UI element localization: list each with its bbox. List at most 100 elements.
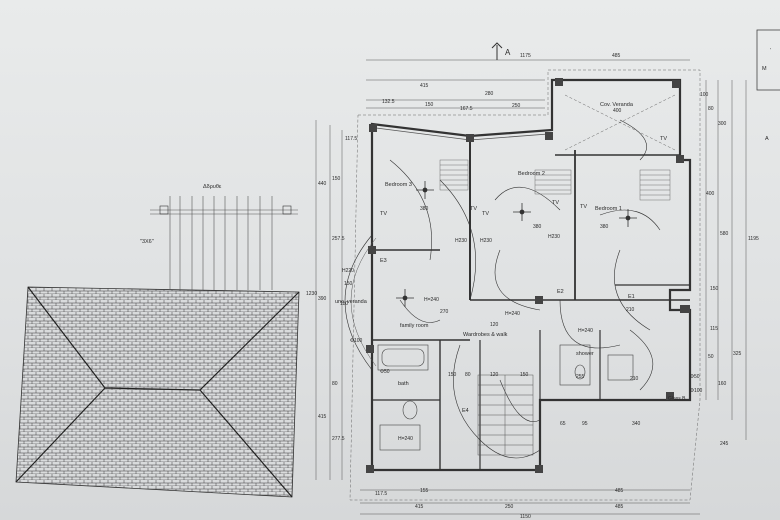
dim-inner-22: 340 (632, 421, 641, 427)
section-mark: A (491, 42, 511, 60)
staircase (477, 374, 534, 456)
stamp-fragment-1: ’ (770, 48, 771, 54)
wardrobe-hatches (439, 159, 671, 201)
dim-top-2: 415 (420, 83, 429, 89)
dim-left-7: 415 (318, 414, 327, 420)
dim-top-5: 150 (425, 102, 434, 108)
dim-right-4: 1195 (748, 236, 759, 242)
room-unc-veranda: unc. veranda (335, 299, 368, 305)
ceiling-fan-icons (396, 181, 637, 307)
dim-inner-26: Φ50 (380, 369, 390, 375)
room-bedroom-3: Bedroom 3 (385, 182, 412, 188)
tv-mark-4: TV (552, 200, 559, 206)
dim-bottom-0: 117.5 (375, 491, 387, 497)
pergola-size-label: "3X6" (140, 239, 154, 245)
dim-inner-20: 65 (560, 421, 566, 427)
dim-top-4: 132.5 (382, 99, 395, 105)
tv-mark-5: TV (470, 206, 477, 212)
roof-ridges (15, 286, 300, 498)
dim-left-6: 80 (332, 381, 338, 387)
dim-inner-2: 380 (600, 224, 609, 230)
room-cov-veranda: Cov. Veranda (600, 102, 634, 108)
room-shower: shower (576, 351, 594, 357)
dimension-lines-right (705, 80, 747, 440)
stamp-fragment-0: M (762, 66, 767, 72)
dim-inner-21: 95 (582, 421, 588, 427)
dim-left-8: 277.5 (332, 436, 345, 442)
dim-right-11: 245 (720, 441, 729, 447)
dim-bottom-2: 485 (615, 488, 624, 494)
room-e2: E2 (557, 289, 564, 295)
dim-inner-14: 150 (520, 372, 529, 378)
dim-left-4: 1230 (306, 291, 317, 297)
dim-inner-7: H=240 (424, 297, 439, 303)
dim-inner-27: Φ50 (690, 374, 700, 380)
room-e4: E4 (462, 408, 469, 414)
dim-bottom-4: 250 (505, 504, 514, 510)
dim-left-1: 150 (332, 176, 341, 182)
dim-inner-10: H=240 (398, 436, 413, 442)
dim-right-10: 50 (708, 354, 714, 360)
dim-inner-16: 120 (490, 372, 499, 378)
dim-inner-25: Φ100 (350, 338, 363, 344)
room-bedroom-1: Bedroom 1 (595, 206, 622, 212)
dim-inner-19: 210 (630, 376, 639, 382)
dim-right-1: 80 (708, 106, 714, 112)
dim-inner-24: 110 (340, 301, 348, 307)
dim-inner-18: 210 (626, 307, 635, 313)
dim-inner-0: 380 (420, 206, 429, 212)
dimension-text-top: 1175 485 415 280 132.5 150 167.5 250 (382, 53, 621, 112)
dimension-text-right: 100 80 300 400 1195 580 150 115 325 160 … (700, 92, 759, 447)
dim-top-6: 167.5 (460, 106, 473, 112)
envelope-lines (349, 59, 701, 501)
dim-left-3: 257.5 (332, 236, 345, 242)
dim-inner-8: H=240 (505, 311, 520, 317)
dimension-text-inner: 380 380 380 H230 H230 H230 H220 H=240 H=… (340, 206, 703, 442)
dim-right-5: 580 (720, 231, 729, 237)
dim-top-3: 280 (485, 91, 494, 97)
dimension-lines-bottom (360, 489, 700, 515)
dim-inner-4: H230 (480, 238, 492, 244)
dim-top-1: 485 (612, 53, 621, 59)
tv-mark-2: TV (580, 204, 587, 210)
dim-inner-23: 150 (344, 281, 353, 287)
roof-plan (15, 286, 300, 498)
dim-left-2: 440 (318, 181, 327, 187)
room-family-room: family room (400, 323, 429, 329)
dim-right-6: 150 (710, 286, 719, 292)
dim-right-9: 160 (718, 381, 727, 387)
dim-right-0: 100 (700, 92, 709, 98)
tv-mark-3: TV (660, 136, 667, 142)
tv-mark-1: TV (482, 211, 489, 217)
dim-left-0: 117.5 (345, 136, 357, 142)
dim-bottom-5: 485 (615, 504, 624, 510)
dim-bottom-3: 415 (415, 504, 424, 510)
room-wardrobes: Wardrobes & walk (463, 332, 508, 338)
room-e1: E1 (628, 294, 635, 300)
dim-inner-3: H230 (455, 238, 467, 244)
dim-inner-1: 380 (533, 224, 542, 230)
dimension-text-bottom: 117.5 155 485 415 250 485 1150 (375, 488, 624, 520)
tv-mark-0: TV (380, 211, 387, 217)
dim-inner-13: 150 (448, 372, 457, 378)
dim-inner-15: 80 (465, 372, 471, 378)
stamp-fragment-2: Α (765, 136, 769, 142)
pergola-label: Δδρυθε (203, 184, 222, 190)
dim-inner-5: H230 (548, 234, 560, 240)
stamp-fragments: M ’ Α (756, 29, 780, 142)
dim-bottom-1: 155 (420, 488, 429, 494)
dim-right-8: 325 (733, 351, 742, 357)
dim-right-3: 400 (706, 191, 715, 197)
dim-right-2: 300 (718, 121, 727, 127)
dimension-text-left: 117.5 150 440 257.5 1230 390 80 415 277.… (306, 136, 357, 442)
bath-fixtures (377, 344, 634, 451)
tv-marks: TV TV TV TV TV TV Glass B (380, 136, 686, 402)
dim-top-7: 250 (512, 103, 521, 109)
dim-right-7: 115 (710, 326, 718, 332)
section-mark-label: A (505, 48, 511, 57)
dim-inner-28: Φ100 (690, 388, 703, 394)
dim-inner-12: 120 (490, 322, 499, 328)
dim-inner-6: H220 (342, 268, 354, 274)
dim-bottom-6: 1150 (520, 514, 531, 520)
